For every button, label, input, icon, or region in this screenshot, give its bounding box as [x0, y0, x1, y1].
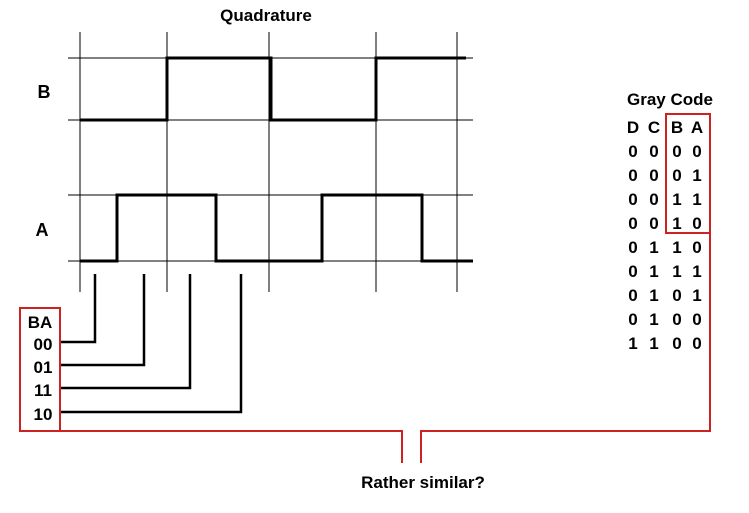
gray-code-header-d: D — [627, 118, 639, 137]
gray-code-cell: 1 — [649, 334, 658, 353]
gray-code-cell: 0 — [628, 190, 637, 209]
gray-code-cell: 1 — [672, 262, 681, 281]
gray-code-cell: 1 — [649, 286, 658, 305]
gray-code-highlight-box — [665, 113, 711, 234]
gray-code-header-c: C — [648, 118, 660, 137]
ba-state-00: 00 — [34, 335, 53, 354]
gray-code-cell: 0 — [628, 166, 637, 185]
ba-legend-box — [19, 307, 61, 432]
waveform-a — [80, 193, 473, 263]
signal-a-label: A — [36, 220, 49, 240]
gray-code-cell: 1 — [692, 190, 701, 209]
gray-code-header-a: A — [691, 118, 703, 137]
gray-code-cell: 0 — [628, 142, 637, 161]
gray-code-cell: 1 — [649, 262, 658, 281]
caption: Rather similar? — [361, 473, 485, 492]
gray-code-cell: 0 — [692, 238, 701, 257]
gray-code-cell: 0 — [649, 190, 658, 209]
gray-code-cell: 0 — [692, 214, 701, 233]
ba-legend-header: BA — [28, 313, 53, 332]
gray-code-cell: 0 — [692, 334, 701, 353]
gray-code-cell: 0 — [692, 310, 701, 329]
gray-code-cell: 1 — [649, 238, 658, 257]
gray-code-cell: 0 — [628, 310, 637, 329]
gray-code-cell: 1 — [692, 286, 701, 305]
ba-state-10: 10 — [34, 405, 53, 424]
waveform-b — [80, 56, 466, 122]
gray-code-header-b: B — [671, 118, 683, 137]
gray-code-cell: 1 — [672, 238, 681, 257]
gray-code-cell: 0 — [672, 166, 681, 185]
gray-code-cell: 0 — [692, 142, 701, 161]
gray-code-cell: 0 — [649, 142, 658, 161]
gray-code-cell: 0 — [628, 286, 637, 305]
gray-code-cell: 1 — [649, 310, 658, 329]
gray-code-cell: 1 — [628, 334, 637, 353]
gray-code-cell: 0 — [628, 262, 637, 281]
gray-code-cell: 1 — [692, 262, 701, 281]
comparison-bracket — [60, 233, 711, 463]
ba-state-11: 11 — [34, 381, 52, 400]
gray-code-cell: 0 — [649, 166, 658, 185]
gray-code-cell: 0 — [672, 310, 681, 329]
gray-code-cell: 0 — [628, 238, 637, 257]
gray-code-cell: 1 — [672, 190, 681, 209]
diagram-title: Quadrature — [220, 6, 312, 25]
gray-code-cell: 0 — [649, 214, 658, 233]
gray-code-cell: 0 — [628, 214, 637, 233]
gray-code-cell: 1 — [692, 166, 701, 185]
gray-code-cell: 1 — [672, 214, 681, 233]
gray-code-cell: 0 — [672, 142, 681, 161]
gray-code-cell: 0 — [672, 334, 681, 353]
gray-code-title: Gray Code — [627, 90, 713, 109]
state-connectors — [60, 274, 243, 414]
gray-code-cell: 0 — [672, 286, 681, 305]
signal-b-label: B — [38, 82, 51, 102]
ba-state-01: 01 — [34, 358, 53, 377]
